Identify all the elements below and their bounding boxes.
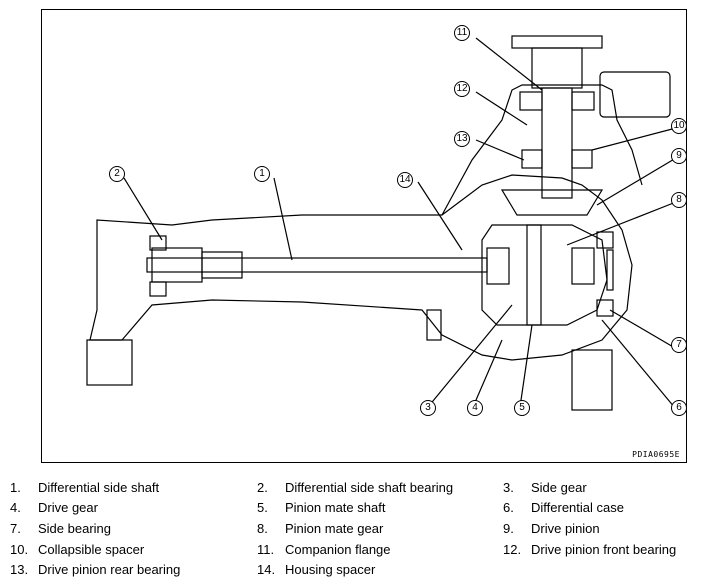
side-shaft [146, 257, 488, 273]
legend-item: 14.Housing spacer [257, 562, 376, 577]
legend-item: 5.Pinion mate shaft [257, 500, 386, 515]
legend-item: 6.Differential case [503, 500, 624, 515]
differential-cross-section-drawing [86, 35, 677, 411]
callout-6: 6 [671, 400, 687, 416]
legend-item: 13.Drive pinion rear bearing [10, 562, 181, 577]
callout-3: 3 [420, 400, 436, 416]
legend-item: 11.Companion flange [257, 542, 391, 557]
callout-12: 12 [454, 81, 470, 97]
callout-4: 4 [467, 400, 483, 416]
callout-13: 13 [454, 131, 470, 147]
callout-1: 1 [254, 166, 270, 182]
callout-14: 14 [397, 172, 413, 188]
callout-7: 7 [671, 337, 687, 353]
legend-item: 2.Differential side shaft bearing [257, 480, 454, 495]
callout-9: 9 [671, 148, 687, 164]
drive-pinion-gear [500, 189, 604, 216]
legend-item: 12.Drive pinion front bearing [503, 542, 677, 557]
callout-5: 5 [514, 400, 530, 416]
differential-case-shape [481, 224, 608, 326]
cross-section-figure: 1 2 3 4 5 6 7 8 9 10 11 12 13 14 PDIA069… [41, 9, 687, 463]
parts-legend: 1.Differential side shaft 2.Differential… [0, 478, 717, 586]
legend-item: 10.Collapsible spacer [10, 542, 145, 557]
pinion-housing [441, 84, 643, 216]
callout-8: 8 [671, 192, 687, 208]
legend-item: 3.Side gear [503, 480, 587, 495]
housing-outline [89, 174, 633, 361]
callout-10: 10 [671, 118, 687, 134]
companion-flange-shape [511, 35, 603, 49]
figure-id-label: PDIA0695E [632, 450, 680, 459]
legend-item: 9.Drive pinion [503, 521, 600, 536]
legend-item: 4.Drive gear [10, 500, 98, 515]
legend-item: 7.Side bearing [10, 521, 111, 536]
pinion-shaft [541, 87, 573, 199]
legend-item: 8.Pinion mate gear [257, 521, 384, 536]
callout-11: 11 [454, 25, 470, 41]
callout-2: 2 [109, 166, 125, 182]
legend-item: 1.Differential side shaft [10, 480, 160, 495]
